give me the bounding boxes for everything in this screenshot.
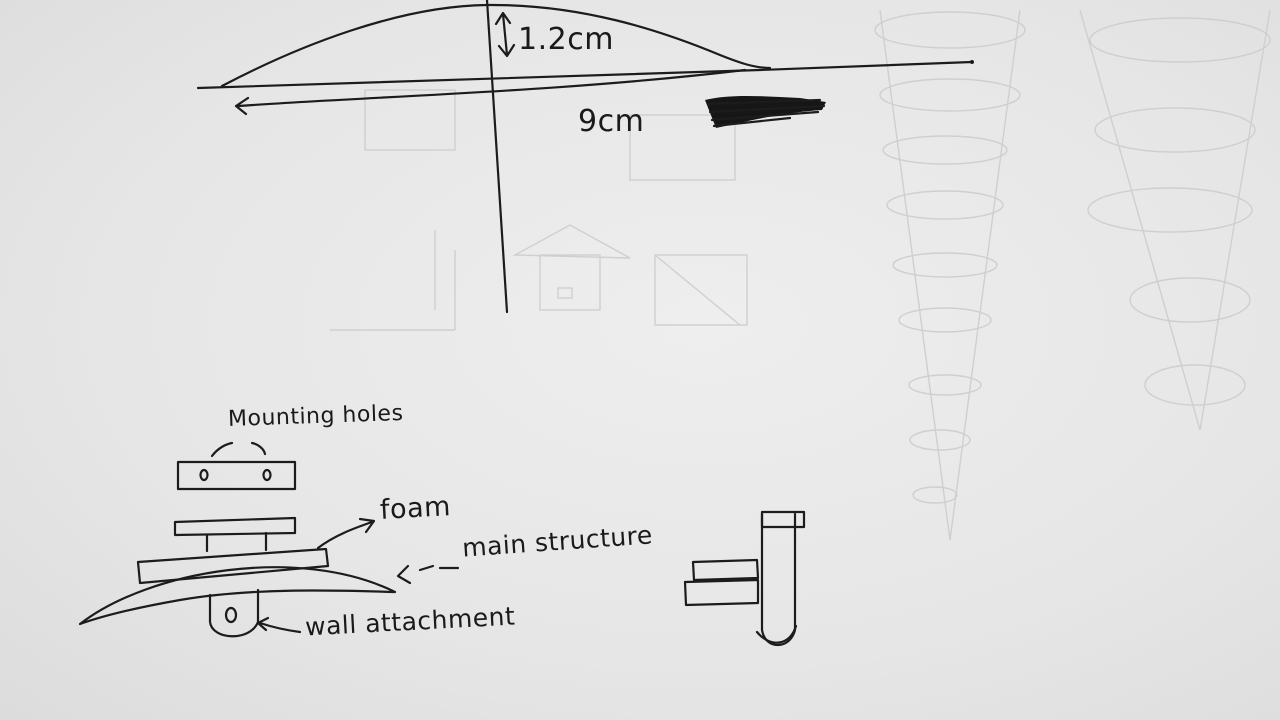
profile-sketch [196,0,974,314]
foam-label: foam [379,491,452,526]
main-structure-pointer [396,564,460,585]
width-dimension-label: 9cm [578,104,645,139]
height-dimension-label: 1.2cm [518,22,614,57]
curve-profile [220,3,772,88]
side-view-body [760,512,797,646]
wall-attachment-hole [224,606,238,624]
side-view-arm-bottom [683,578,760,607]
mounting-holes-arc-right [250,441,267,456]
foam-pointer-arrow [316,517,376,550]
side-view-sketch [683,510,806,646]
wall-attachment-tab [208,588,260,638]
axis-end-dot [970,60,974,64]
mounting-holes-arc-left [210,441,234,458]
vertical-axis-line [485,0,509,314]
assembly-sketch [78,441,460,638]
foam-supports [205,531,268,553]
side-view-arm-top [691,558,760,582]
wall-attachment-pointer [256,616,302,634]
horizontal-axis-line [196,60,974,90]
mounting-hole-left [199,468,209,482]
height-dimension-arrow [494,11,516,58]
side-view-cap [760,510,806,529]
faint-pencil-sketches [330,9,1271,541]
width-dimension-arrow [234,68,747,116]
foam-top [173,516,297,537]
scribble-lines [706,98,826,128]
side-view-base [755,624,798,644]
mounting-hole-right [262,468,272,482]
main-structure-curve [78,566,397,626]
main-structure-block [136,547,330,585]
mounting-plate [176,460,297,491]
